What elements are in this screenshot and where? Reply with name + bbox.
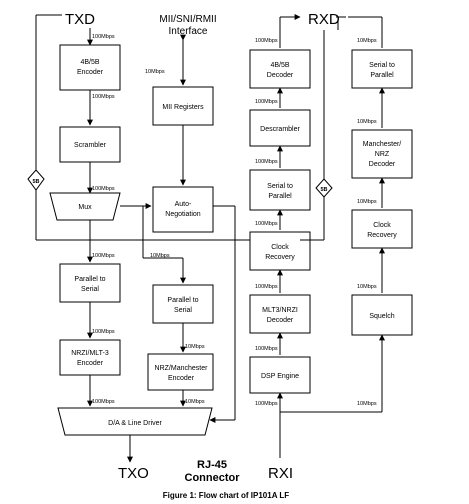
rate-label: 10Mbps xyxy=(357,284,377,290)
mii-registers-box xyxy=(152,86,214,126)
mii-registers-label: MII Registers xyxy=(162,104,204,111)
da-line-driver-box xyxy=(57,407,213,436)
clock-recovery-2-box xyxy=(351,209,413,249)
auto-negotiation-box xyxy=(152,186,214,233)
mlt3-nrzi-decoder-box xyxy=(249,294,311,334)
mii-interface-title-line2: Interface xyxy=(169,26,208,37)
rxi-label: RXI xyxy=(268,465,293,482)
rxd-label: RXD xyxy=(308,11,340,28)
nrz-mlt3-encoder-box xyxy=(59,339,121,376)
rj45-label-line1: RJ-45 xyxy=(197,459,227,471)
rate-label: 100Mbps xyxy=(255,284,278,290)
mux-box xyxy=(49,192,121,221)
rate-label: 100Mbps xyxy=(92,253,115,259)
rate-label: 10Mbps xyxy=(357,401,377,407)
rate-label: 100Mbps xyxy=(92,329,115,335)
rate-label: 100Mbps xyxy=(92,399,115,405)
squelch-box xyxy=(351,294,413,336)
parallel-to-serial-2-box xyxy=(152,284,214,324)
auto-negotiation-label: Auto-Negotiation xyxy=(165,201,201,218)
rate-label: 100Mbps xyxy=(255,38,278,44)
rate-label: 100Mbps xyxy=(92,34,115,40)
serial-to-parallel-2-box xyxy=(351,49,413,89)
tx-5b-diamond xyxy=(27,169,45,191)
rate-label: 10Mbps xyxy=(357,119,377,125)
txo-label: TXO xyxy=(118,465,149,482)
scrambler-label: Scrambler xyxy=(74,142,107,149)
decoder-4b5b-box xyxy=(249,49,311,89)
rate-label: 10Mbps xyxy=(145,69,165,75)
rate-label: 10Mbps xyxy=(185,399,205,405)
rate-label: 100Mbps xyxy=(255,99,278,105)
rate-label: 100Mbps xyxy=(255,159,278,165)
figure-caption: Figure 1: Flow chart of IP101A LF xyxy=(163,491,290,500)
rate-label: 100Mbps xyxy=(92,186,115,192)
tx-5b-label: 5B xyxy=(32,179,39,185)
descrambler-box xyxy=(249,109,311,147)
rate-label: 100Mbps xyxy=(255,221,278,227)
rate-label: 10Mbps xyxy=(357,199,377,205)
descrambler-label: Descrambler xyxy=(260,126,300,133)
encoder-4b5b-box xyxy=(59,44,121,91)
nrz-manchester-encoder-box xyxy=(147,353,214,391)
txd-label: TXD xyxy=(65,11,95,28)
manchester-nrz-decoder-box xyxy=(351,129,413,179)
parallel-to-serial-1-box xyxy=(59,263,121,303)
rate-label: 10Mbps xyxy=(185,344,205,350)
rate-label: 100Mbps xyxy=(255,401,278,407)
rx-5b-diamond xyxy=(315,178,333,198)
rate-label: 100Mbps xyxy=(92,94,115,100)
rate-label: 100Mbps xyxy=(255,346,278,352)
mux-label: Mux xyxy=(78,204,92,211)
rate-label: 10Mbps xyxy=(357,38,377,44)
scrambler-box xyxy=(59,126,121,163)
squelch-label: Squelch xyxy=(369,313,394,320)
rj45-label-line2: Connector xyxy=(185,472,241,484)
rate-labels: 100Mbps 100Mbps 100Mbps 100Mbps 100Mbps … xyxy=(92,34,377,407)
mii-interface-title-line1: MII/SNI/RMII xyxy=(159,14,216,25)
rate-label: 10Mbps xyxy=(150,253,170,259)
clock-recovery-1-box xyxy=(249,231,311,271)
serial-to-parallel-1-box xyxy=(249,169,311,211)
dsp-engine-label: DSP Engine xyxy=(261,373,299,380)
rx-5b-label: 5B xyxy=(320,187,327,193)
da-line-driver-label: D/A & Line Driver xyxy=(108,420,162,427)
